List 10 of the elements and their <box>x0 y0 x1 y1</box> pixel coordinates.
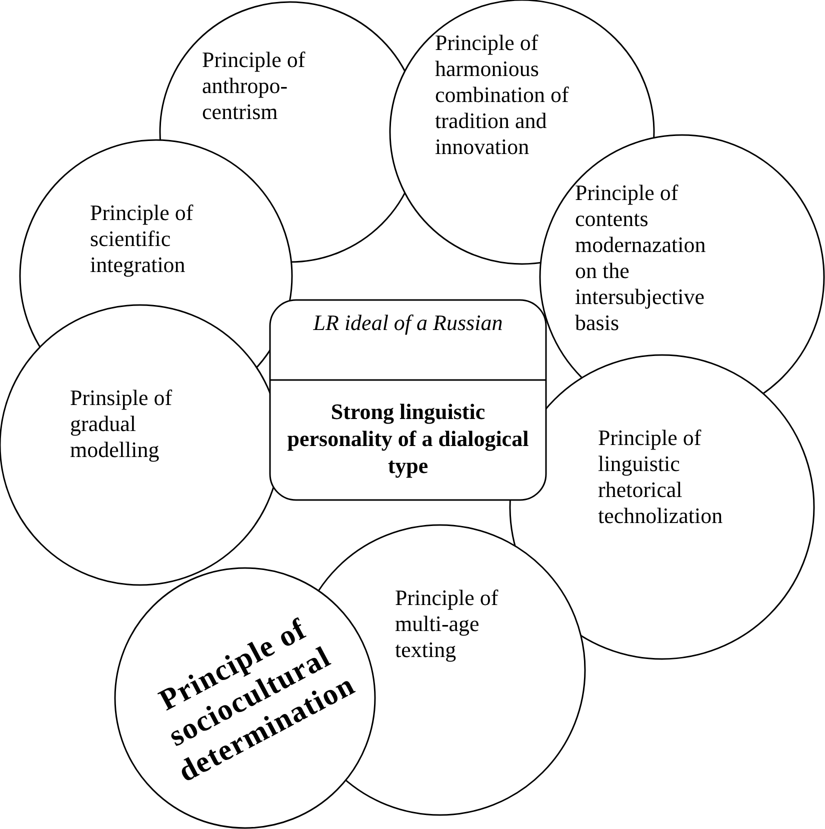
principle-text: Principle of linguistic rhetorical technolization <box>598 425 748 529</box>
principle-text: Principle of contents modernazation on the intersubjective basis <box>575 180 725 336</box>
box-heading: LR ideal of a Russian <box>312 310 504 335</box>
principle-text: Principle of anthropo- centrism <box>202 47 342 125</box>
principle-text: Principle of scientific integration <box>90 200 230 278</box>
central-box <box>269 299 547 501</box>
principle-text: Principle of multi-age texting <box>395 585 535 663</box>
principle-text: Principle of harmonious combination of tradition and innovation <box>435 30 585 160</box>
principle-text: Prinsiple of gradual modelling <box>70 385 210 463</box>
box-text: Strong linguistic personality of a dialogical type <box>286 398 530 479</box>
